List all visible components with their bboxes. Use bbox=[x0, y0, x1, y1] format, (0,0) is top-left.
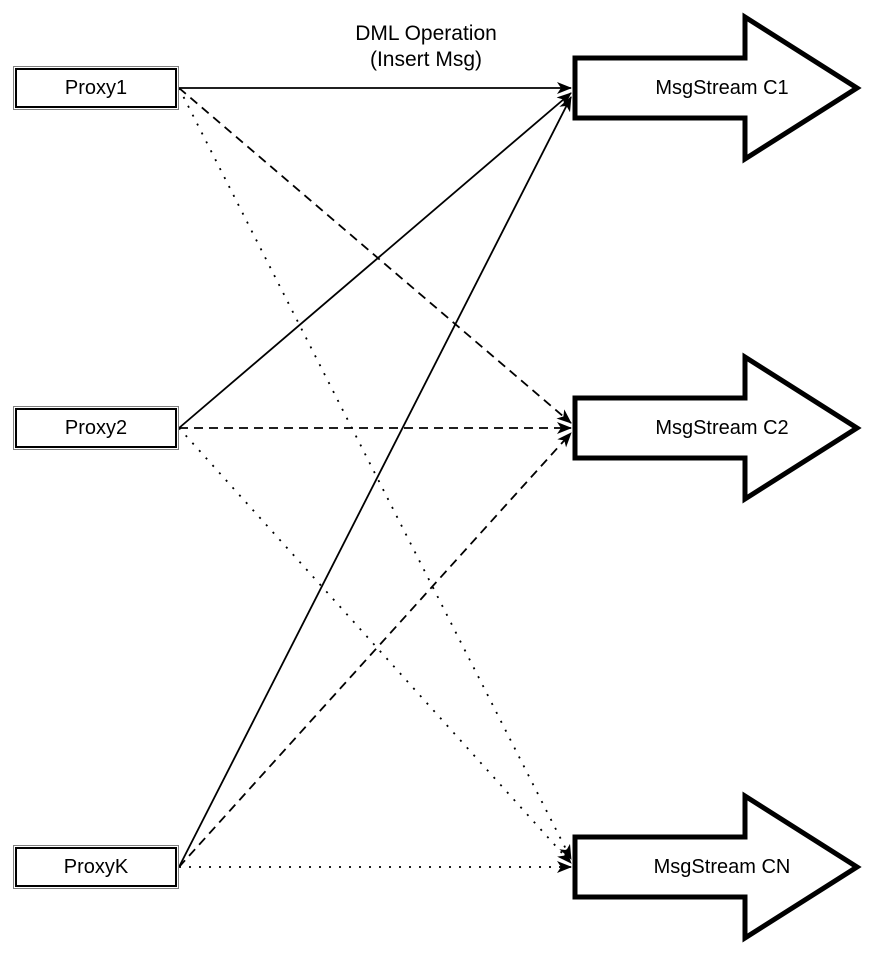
edge-proxy2-to-msgstream-c1 bbox=[178, 92, 572, 429]
proxyk-label: ProxyK bbox=[63, 856, 129, 878]
msgstream-c1-arrow-shape bbox=[572, 12, 862, 164]
proxy1-label: Proxy1 bbox=[64, 77, 128, 99]
edges-layer bbox=[178, 82, 572, 873]
msgstream-c2-arrow-shape bbox=[572, 352, 862, 504]
proxy2-node: Proxy2 bbox=[13, 406, 179, 450]
dml-operation-label-line1: DML Operation bbox=[355, 22, 497, 45]
edge-proxyk-to-msgstream-c2 bbox=[178, 432, 572, 868]
edge-proxy1-to-msgstream-c2 bbox=[178, 87, 572, 424]
msgstream-cn-label: MsgStream CN bbox=[653, 856, 791, 878]
edge-proxyk-to-msgstream-c1 bbox=[178, 96, 572, 868]
proxy2-label: Proxy2 bbox=[64, 417, 128, 439]
edge-proxy1-to-msgstream-cn bbox=[178, 87, 572, 860]
proxyk-node: ProxyK bbox=[13, 845, 179, 889]
proxy1-node: Proxy1 bbox=[13, 66, 179, 110]
msgstream-c2-label: MsgStream C2 bbox=[655, 417, 789, 439]
msgstream-c1-label: MsgStream C1 bbox=[655, 77, 789, 99]
msgstream-arrows-layer bbox=[572, 12, 862, 943]
edge-proxy2-to-msgstream-cn bbox=[178, 427, 572, 864]
dml-operation-label-line2: (Insert Msg) bbox=[369, 48, 482, 71]
dml-operation-edge-label: DML Operation (Insert Msg) bbox=[286, 21, 566, 73]
msgstream-cn-arrow-shape bbox=[572, 791, 862, 943]
